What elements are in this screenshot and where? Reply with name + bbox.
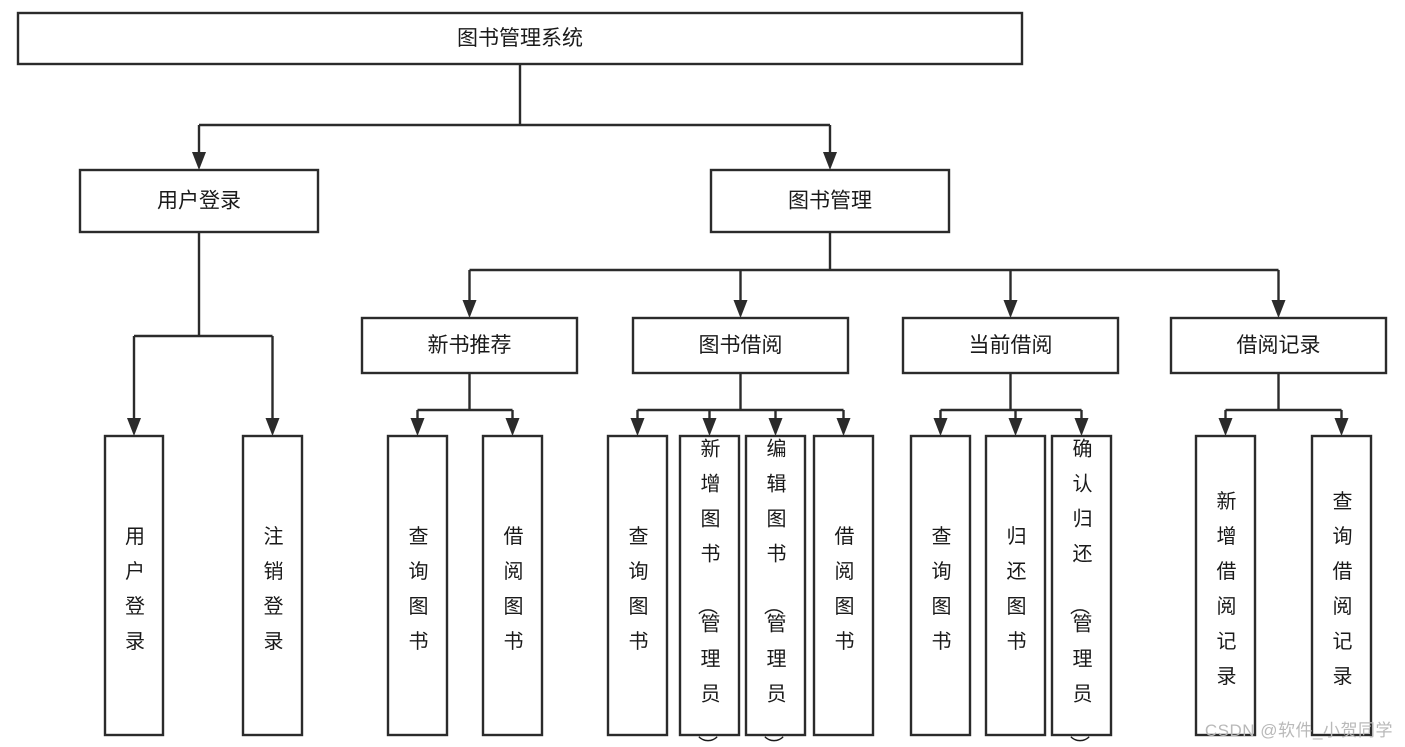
- node-box: [709, 168, 951, 234]
- node-box: [909, 434, 972, 737]
- node-label: 查询借阅记录: [1333, 490, 1353, 688]
- arrow-head-icon: [1271, 300, 1286, 318]
- node-leaf-8-查询图书[interactable]: 查询图书: [909, 434, 972, 737]
- arrow-head-icon: [823, 152, 837, 170]
- connector-layer: [127, 64, 1349, 436]
- node-root-图书管理系统[interactable]: 图书管理系统: [16, 11, 1024, 66]
- node-box: [241, 434, 304, 737]
- arrow-head-icon: [702, 418, 717, 436]
- arrow-head-icon: [933, 418, 948, 436]
- node-label: 查询图书: [932, 525, 952, 653]
- node-box: [386, 434, 449, 737]
- csdn-watermark: CSDN @软件_小贺同学: [1204, 721, 1393, 740]
- node-box: [678, 434, 741, 737]
- arrow-head-icon: [462, 300, 477, 318]
- node-box: [1194, 434, 1257, 737]
- node-level3-新书推荐[interactable]: 新书推荐: [360, 316, 579, 375]
- node-box: [631, 316, 850, 375]
- node-level3-图书借阅[interactable]: 图书借阅: [631, 316, 850, 375]
- node-box: [901, 316, 1120, 375]
- arrow-head-icon: [630, 418, 645, 436]
- node-box: [606, 434, 669, 737]
- node-box: [812, 434, 875, 737]
- arrow-head-icon: [1218, 418, 1233, 436]
- node-label: 新增借阅记录: [1217, 490, 1237, 688]
- arrow-head-icon: [1334, 418, 1349, 436]
- node-box: [78, 168, 320, 234]
- node-leaf-5-新增图书（管理员）[interactable]: 新增图书（管理员）: [678, 434, 741, 747]
- node-label: 确认归还（管理员）: [1068, 437, 1093, 747]
- node-label: 查询图书: [409, 525, 429, 653]
- node-leaf-10-确认归还（管理员）[interactable]: 确认归还（管理员）: [1050, 434, 1113, 747]
- node-leaf-6-编辑图书（管理员）[interactable]: 编辑图书（管理员）: [744, 434, 807, 747]
- node-label: 图书管理: [788, 190, 872, 213]
- node-leaf-12-查询借阅记录[interactable]: 查询借阅记录: [1310, 434, 1373, 737]
- arrow-head-icon: [768, 418, 783, 436]
- node-layer: 图书管理系统用户登录图书管理新书推荐图书借阅当前借阅借阅记录用户登录注销登录查询…: [16, 11, 1388, 747]
- node-label: 新增图书（管理员）: [696, 437, 721, 747]
- node-level2-图书管理[interactable]: 图书管理: [709, 168, 951, 234]
- arrow-head-icon: [733, 300, 748, 318]
- arrow-head-icon: [127, 418, 141, 436]
- arrow-head-icon: [1074, 418, 1089, 436]
- node-leaf-2-查询图书[interactable]: 查询图书: [386, 434, 449, 737]
- node-leaf-4-查询图书[interactable]: 查询图书: [606, 434, 669, 737]
- node-box: [481, 434, 544, 737]
- node-leaf-9-归还图书[interactable]: 归还图书: [984, 434, 1047, 737]
- node-box: [360, 316, 579, 375]
- arrow-head-icon: [192, 152, 206, 170]
- node-label: 当前借阅: [969, 334, 1053, 357]
- node-level3-借阅记录[interactable]: 借阅记录: [1169, 316, 1388, 375]
- node-box: [984, 434, 1047, 737]
- node-label: 用户登录: [157, 190, 241, 213]
- node-leaf-1-注销登录[interactable]: 注销登录: [241, 434, 304, 737]
- node-label: 注销登录: [264, 525, 284, 653]
- node-label: 查询图书: [629, 525, 649, 653]
- arrow-head-icon: [836, 418, 851, 436]
- node-leaf-7-借阅图书[interactable]: 借阅图书: [812, 434, 875, 737]
- node-box: [103, 434, 165, 737]
- node-label: 用户登录: [125, 526, 145, 653]
- arrow-head-icon: [1008, 418, 1023, 436]
- arrow-head-icon: [505, 418, 520, 436]
- node-leaf-11-新增借阅记录[interactable]: 新增借阅记录: [1194, 434, 1257, 737]
- node-label: 图书借阅: [699, 334, 783, 357]
- node-leaf-0-用户登录[interactable]: 用户登录: [103, 434, 165, 737]
- node-box: [16, 11, 1024, 66]
- node-box: [1310, 434, 1373, 737]
- arrow-head-icon: [265, 418, 280, 436]
- arrow-head-icon: [410, 418, 425, 436]
- node-label: 借阅记录: [1237, 334, 1321, 357]
- node-label: 借阅图书: [835, 525, 855, 653]
- node-label: 归还图书: [1007, 525, 1027, 653]
- node-box: [1169, 316, 1388, 375]
- node-label: 编辑图书（管理员）: [762, 437, 787, 747]
- node-level2-用户登录[interactable]: 用户登录: [78, 168, 320, 234]
- node-label: 新书推荐: [428, 334, 512, 357]
- node-box: [1050, 434, 1113, 737]
- node-level3-当前借阅[interactable]: 当前借阅: [901, 316, 1120, 375]
- node-leaf-3-借阅图书[interactable]: 借阅图书: [481, 434, 544, 737]
- node-label: 借阅图书: [504, 525, 524, 653]
- node-box: [744, 434, 807, 737]
- arrow-head-icon: [1003, 300, 1018, 318]
- node-label: 图书管理系统: [457, 27, 583, 50]
